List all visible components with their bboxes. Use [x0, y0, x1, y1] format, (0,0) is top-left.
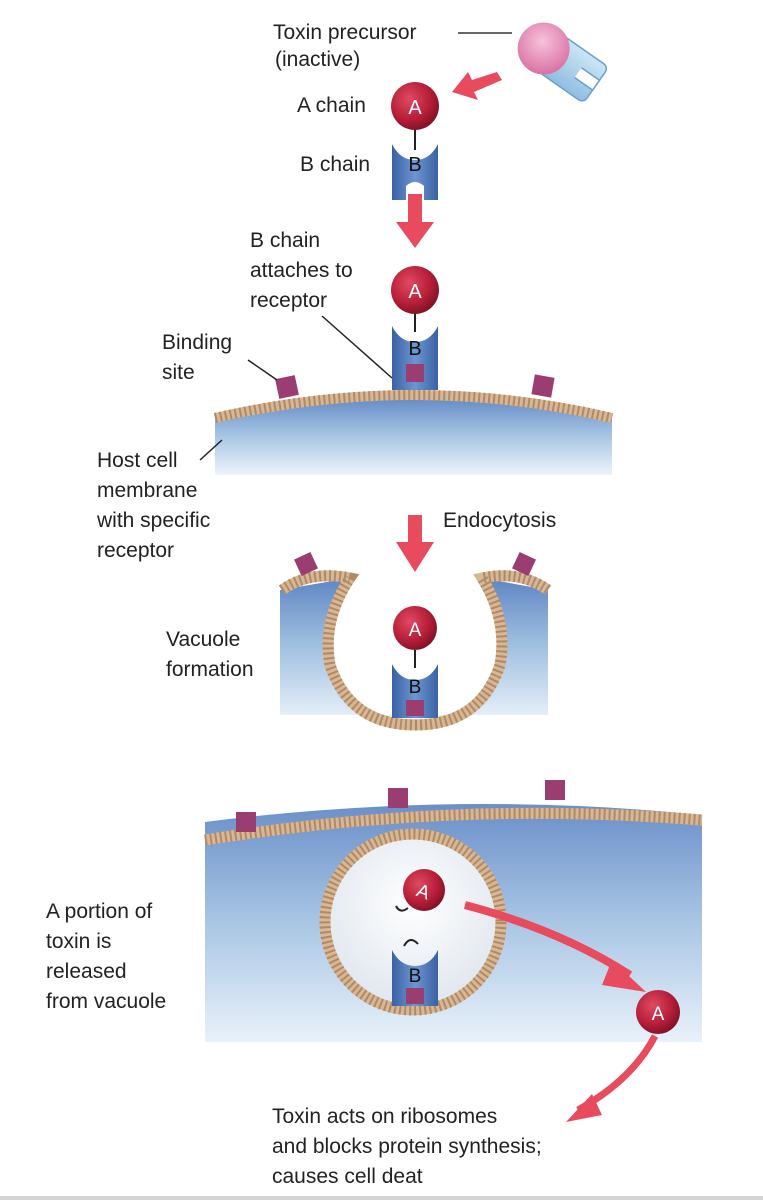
a-chain-glyph: A [408, 97, 422, 119]
release-arrow-icon [463, 901, 646, 992]
label-line: site [162, 361, 195, 384]
b-chain-glyph: B [409, 677, 422, 698]
action-arrow-icon [566, 1034, 659, 1122]
a-chain-released-in-vacuole [395, 869, 445, 912]
label-line: Host cell [97, 449, 178, 472]
arrow-down-icon [396, 194, 434, 248]
toxin-acts-label: Toxin acts on ribosomes and blocks prote… [272, 1102, 542, 1192]
label-line: Binding [162, 331, 233, 354]
label-line: released [46, 960, 127, 983]
bottom-divider [0, 1196, 763, 1200]
label-line: A portion of [46, 900, 153, 923]
binding-site-right [531, 374, 555, 398]
arrow-icon [452, 72, 502, 100]
host-cell-membrane-label: Host cell membrane with specific recepto… [97, 446, 210, 566]
arrow-down-icon [396, 515, 434, 572]
vacuole [319, 828, 507, 1016]
binding-site-label: Binding site [162, 328, 232, 388]
label-line: formation [166, 658, 254, 681]
a-chain-glyph: A [408, 281, 422, 303]
label-line: and blocks protein synthesis; [272, 1135, 542, 1158]
host-cell-surface [213, 390, 614, 475]
a-portion-released-label: A portion of toxin is released from vacu… [46, 897, 166, 1017]
label-line: from vacuole [46, 990, 167, 1013]
toxin-in-vacuole [392, 606, 438, 718]
membrane-leader-line [199, 439, 223, 461]
toxin-ab-molecule [391, 82, 439, 200]
label-line: receptor [250, 289, 328, 312]
label-line: membrane [97, 479, 198, 502]
toxin-bound-molecule [391, 266, 439, 390]
b-chain-glyph: B [409, 966, 422, 987]
a-chain-glyph: A [409, 620, 422, 641]
b-chain-glyph: B [408, 154, 421, 176]
toxin-precursor-label: Toxin precursor [273, 21, 417, 44]
label-line: Toxin acts on ribosomes [272, 1105, 498, 1128]
b-chain-glyph: B [408, 338, 421, 360]
vacuole-formation-label: Vacuole formation [166, 625, 254, 685]
label-line: toxin is [46, 930, 112, 953]
binding-site-left [275, 375, 299, 399]
label-line: B chain [250, 229, 321, 252]
b-chain-attaches-label: B chain attaches to receptor [250, 226, 353, 316]
label-line: attaches to [250, 259, 353, 282]
label-line: receptor [97, 539, 175, 562]
a-chain-free [636, 990, 680, 1034]
label-line: with specific [97, 509, 211, 532]
label-line: causes cell deat [272, 1165, 423, 1188]
b-chain-in-vacuole [392, 939, 438, 1006]
a-chain-glyph: A [652, 1004, 665, 1025]
a-chain-label: A chain [297, 94, 366, 117]
binding-site-leader-line [247, 359, 278, 381]
inactive-label: (inactive) [275, 48, 361, 71]
toxin-precursor-icon [517, 22, 608, 102]
endocytosis-label: Endocytosis [443, 509, 557, 532]
label-line: Vacuole [166, 628, 241, 651]
b-chain-label: B chain [300, 153, 371, 176]
attaches-leader-line [321, 315, 393, 379]
vacuole-forming-membrane [278, 552, 552, 731]
